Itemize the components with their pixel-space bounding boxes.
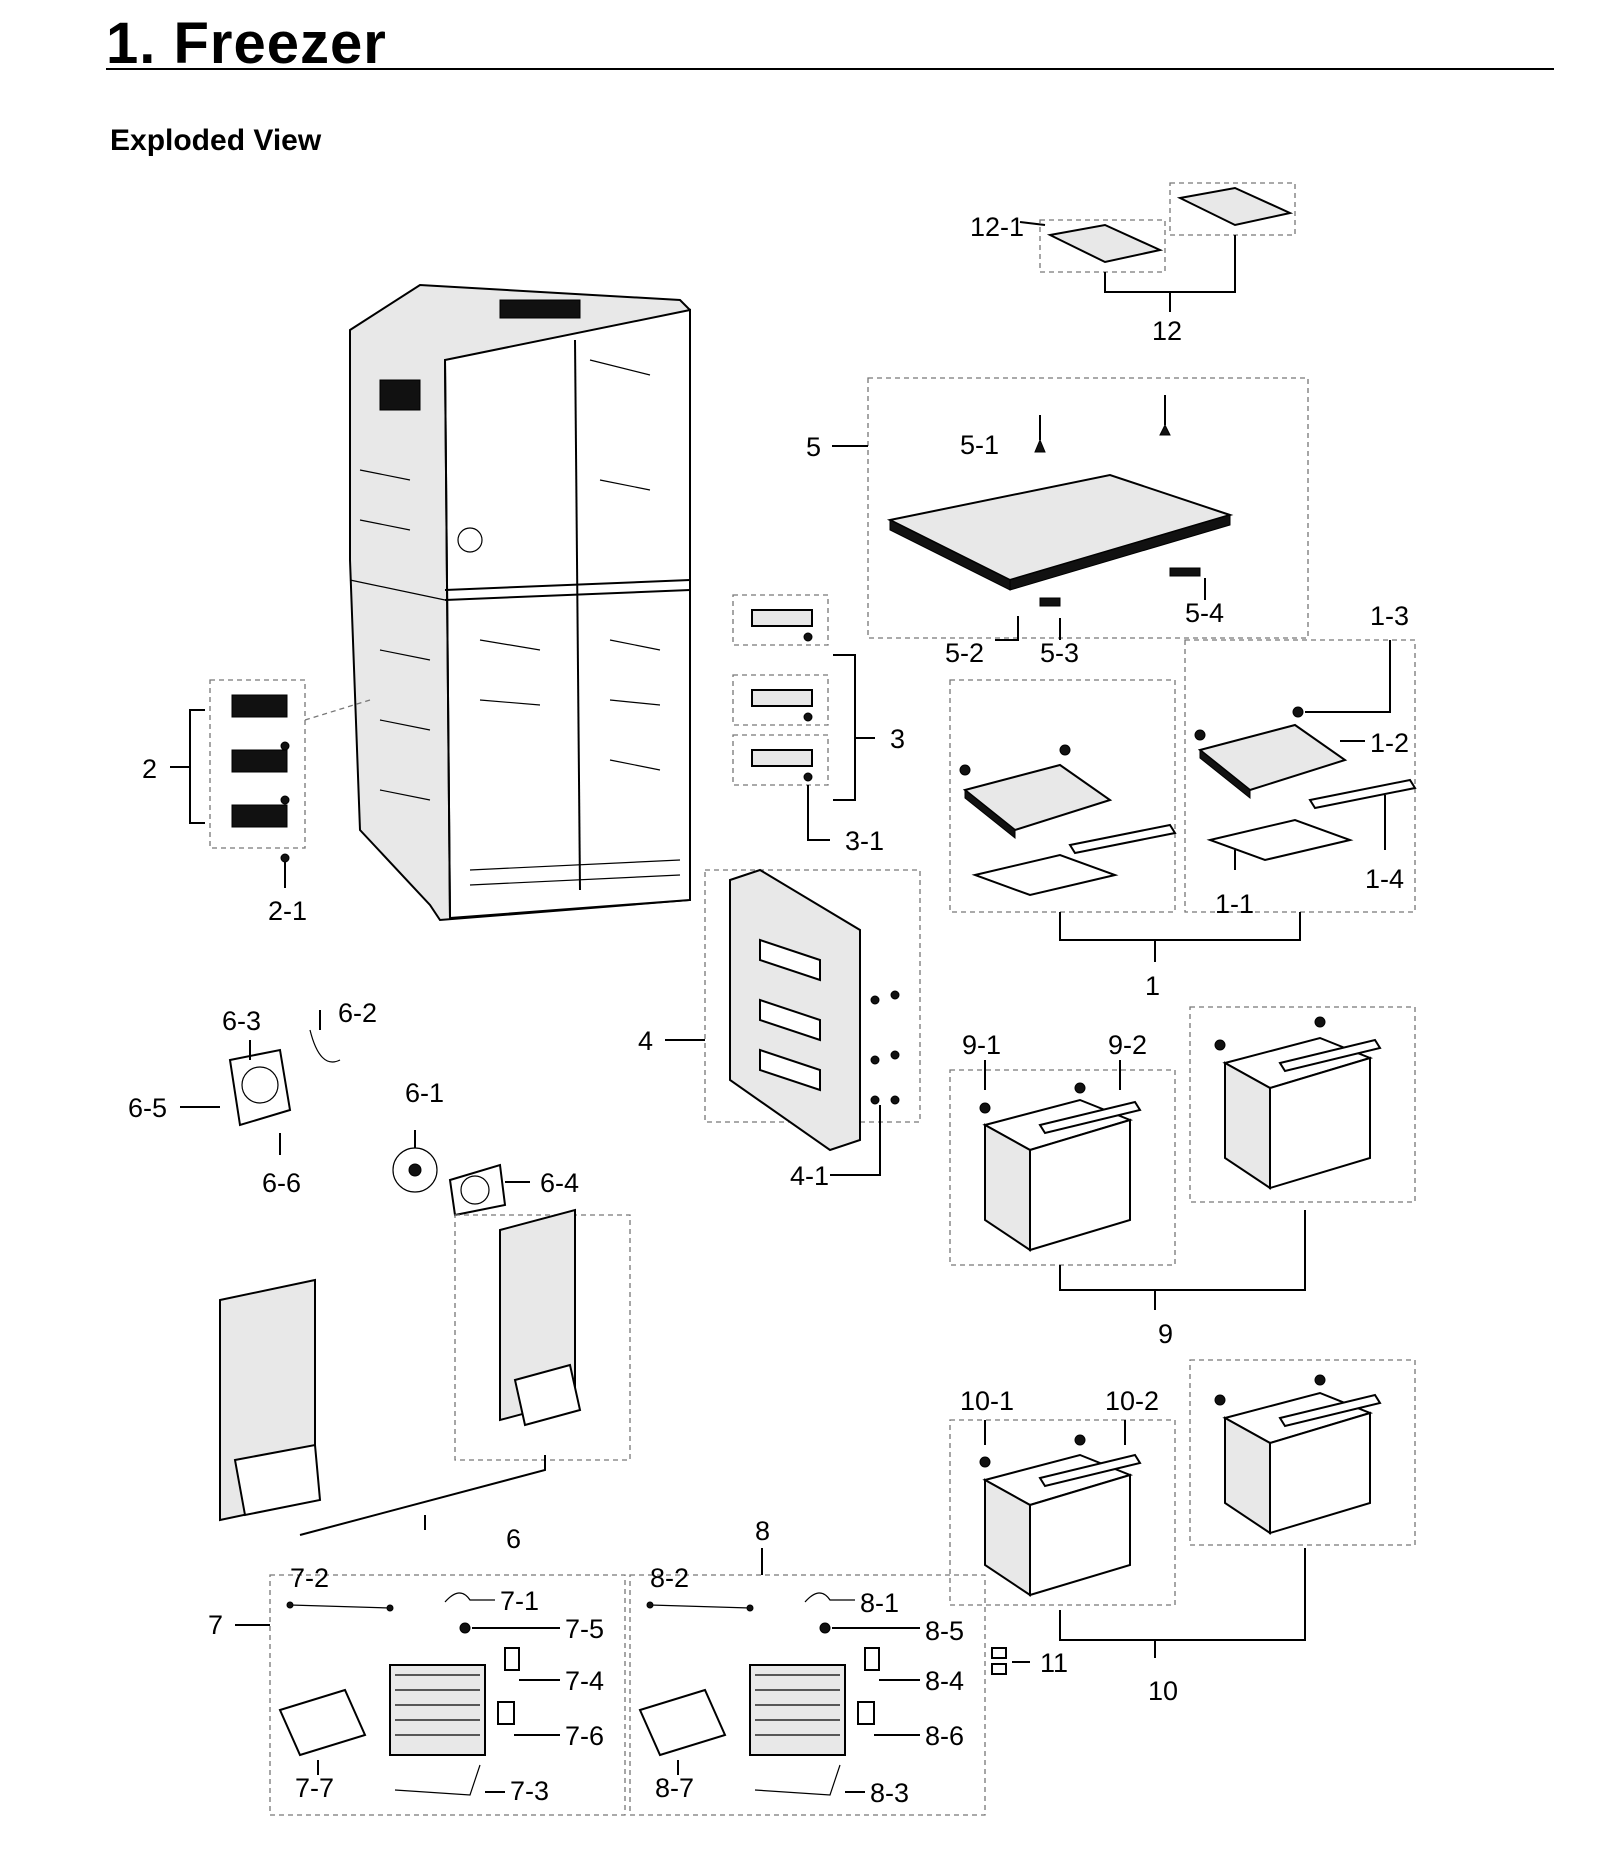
callout-6-1: 6-1 <box>405 1078 444 1108</box>
callout-9: 9 <box>1158 1319 1173 1349</box>
callout-5-3: 5-3 <box>1040 638 1079 668</box>
callout-5: 5 <box>806 432 821 462</box>
part-12-mats <box>1019 182 1296 312</box>
part-8-evaporator <box>629 1548 986 1816</box>
callout-6-6: 6-6 <box>262 1168 301 1198</box>
callout-7-7: 7-7 <box>295 1773 334 1803</box>
callout-11: 11 <box>1040 1648 1068 1678</box>
callout-8-6: 8-6 <box>925 1721 964 1751</box>
callout-3-1: 3-1 <box>845 826 884 856</box>
callout-1-1: 1-1 <box>1215 889 1254 919</box>
callout-8: 8 <box>755 1516 770 1546</box>
callout-12: 12 <box>1152 316 1182 346</box>
callout-6-2: 6-2 <box>338 998 377 1028</box>
callout-10: 10 <box>1148 1676 1178 1706</box>
callout-5-2: 5-2 <box>945 638 984 668</box>
part-7-evaporator <box>235 1574 626 1816</box>
callout-8-4: 8-4 <box>925 1666 964 1696</box>
callout-7-2: 7-2 <box>290 1563 329 1593</box>
callout-5-1: 5-1 <box>960 430 999 460</box>
callout-12-1: 12-1 <box>970 212 1024 242</box>
callout-8-2: 8-2 <box>650 1563 689 1593</box>
callout-4: 4 <box>638 1026 653 1056</box>
part-5-shelf <box>832 377 1309 641</box>
callout-6: 6 <box>506 1524 521 1554</box>
callout-5-4: 5-4 <box>1185 598 1224 628</box>
title-divider <box>106 68 1554 70</box>
callout-8-7: 8-7 <box>655 1773 694 1803</box>
section-subtitle: Exploded View <box>110 124 322 157</box>
callout-4-1: 4-1 <box>790 1161 829 1191</box>
callout-7-1: 7-1 <box>500 1586 539 1616</box>
part-2-brackets <box>170 679 371 888</box>
callout-9-1: 9-1 <box>962 1030 1001 1060</box>
callout-7-6: 7-6 <box>565 1721 604 1751</box>
callout-9-2: 9-2 <box>1108 1030 1147 1060</box>
callout-6-5: 6-5 <box>128 1093 167 1123</box>
callout-8-1: 8-1 <box>860 1588 899 1618</box>
part-6-fan-assembly <box>180 1010 631 1536</box>
callout-8-3: 8-3 <box>870 1778 909 1808</box>
callout-6-4: 6-4 <box>540 1168 579 1198</box>
callout-labels: 12-1 12 5 5-1 5-2 5-3 5-4 1-3 1-2 1-4 1-… <box>128 212 1409 1808</box>
part-4-divider <box>665 868 921 1176</box>
callout-7-5: 7-5 <box>565 1614 604 1644</box>
callout-3: 3 <box>890 724 905 754</box>
part-1-shelves <box>949 639 1417 962</box>
callout-7-4: 7-4 <box>565 1666 604 1696</box>
callout-6-3: 6-3 <box>222 1006 261 1036</box>
freezer-cabinet <box>349 283 691 922</box>
part-9-drawers <box>949 1006 1416 1310</box>
part-3-brackets <box>732 594 875 841</box>
part-10-drawers <box>949 1359 1416 1675</box>
callout-1-3: 1-3 <box>1370 601 1409 631</box>
callout-8-5: 8-5 <box>925 1616 964 1646</box>
callout-2-1: 2-1 <box>268 896 307 926</box>
callout-10-2: 10-2 <box>1105 1386 1159 1416</box>
callout-1-2: 1-2 <box>1370 728 1409 758</box>
callout-7: 7 <box>208 1610 223 1640</box>
page-title: 1. Freezer <box>106 11 387 76</box>
callout-1: 1 <box>1145 971 1160 1001</box>
callout-2: 2 <box>142 754 157 784</box>
callout-10-1: 10-1 <box>960 1386 1014 1416</box>
callout-7-3: 7-3 <box>510 1776 549 1806</box>
callout-1-4: 1-4 <box>1365 864 1404 894</box>
